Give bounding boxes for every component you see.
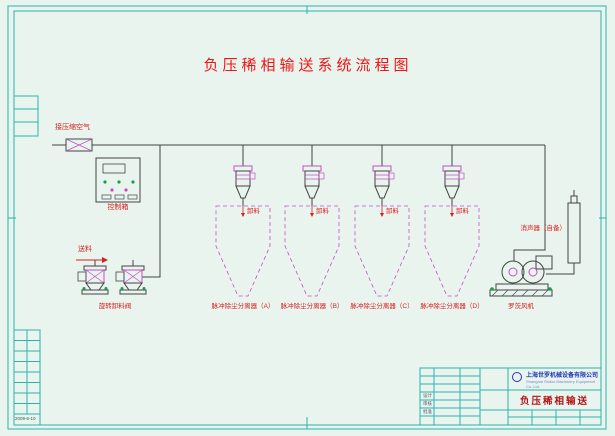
discharge-label-c: 卸料 xyxy=(386,208,399,215)
discharge-label-a: 卸料 xyxy=(247,208,260,215)
muffler xyxy=(567,190,581,264)
company-name-en: Shanghai Shiluo Machinery Equipment Co.,… xyxy=(526,379,595,389)
title-block-drawing-title: 负压稀相输送 xyxy=(519,396,589,407)
separator-label-c: 脉冲除尘分离器（C） xyxy=(350,303,414,310)
discharge-label-b: 卸料 xyxy=(316,208,329,215)
rotary-valve-1 xyxy=(77,265,109,295)
drawing-title: 负压稀相输送系统流程图 xyxy=(203,57,413,74)
sign-row-approve: 批准 xyxy=(423,409,432,414)
feed-label: 送料 xyxy=(78,246,92,253)
separators xyxy=(215,165,480,297)
air-filter xyxy=(65,138,93,152)
revision-date: 2009-6-10 xyxy=(15,416,36,421)
discharge-label-d: 卸料 xyxy=(456,208,469,215)
separator-a xyxy=(215,165,271,297)
roots-blower xyxy=(489,255,553,297)
separator-label-a: 脉冲除尘分离器（A） xyxy=(211,303,275,310)
sign-row-design: 设计 xyxy=(423,393,432,398)
separator-d xyxy=(424,165,480,297)
company-logo xyxy=(512,372,522,382)
separator-c xyxy=(354,165,410,297)
company-name: 上海世罗机械设备有限公司 xyxy=(526,373,599,379)
sign-row-check: 审核 xyxy=(423,401,432,406)
feed-arrow xyxy=(76,257,108,263)
title-block-grid xyxy=(419,367,602,426)
separator-label-b: 脉冲除尘分离器（B） xyxy=(280,303,344,310)
blower-label: 罗茨风机 xyxy=(508,303,534,310)
rotary-valves xyxy=(77,265,147,295)
piping xyxy=(52,144,575,278)
drawing-frame xyxy=(7,5,607,430)
rotary-valve-2 xyxy=(115,265,147,295)
rotary-valve-label: 旋转卸料阀 xyxy=(98,303,132,310)
separator-b xyxy=(284,165,340,297)
control-box xyxy=(95,157,141,203)
muffler-label: 消声器（自备） xyxy=(520,225,567,232)
separator-label-d: 脉冲除尘分离器（D） xyxy=(420,303,484,310)
air-inlet-label: 接压缩空气 xyxy=(55,124,90,131)
control-box-label: 控制箱 xyxy=(107,204,129,211)
